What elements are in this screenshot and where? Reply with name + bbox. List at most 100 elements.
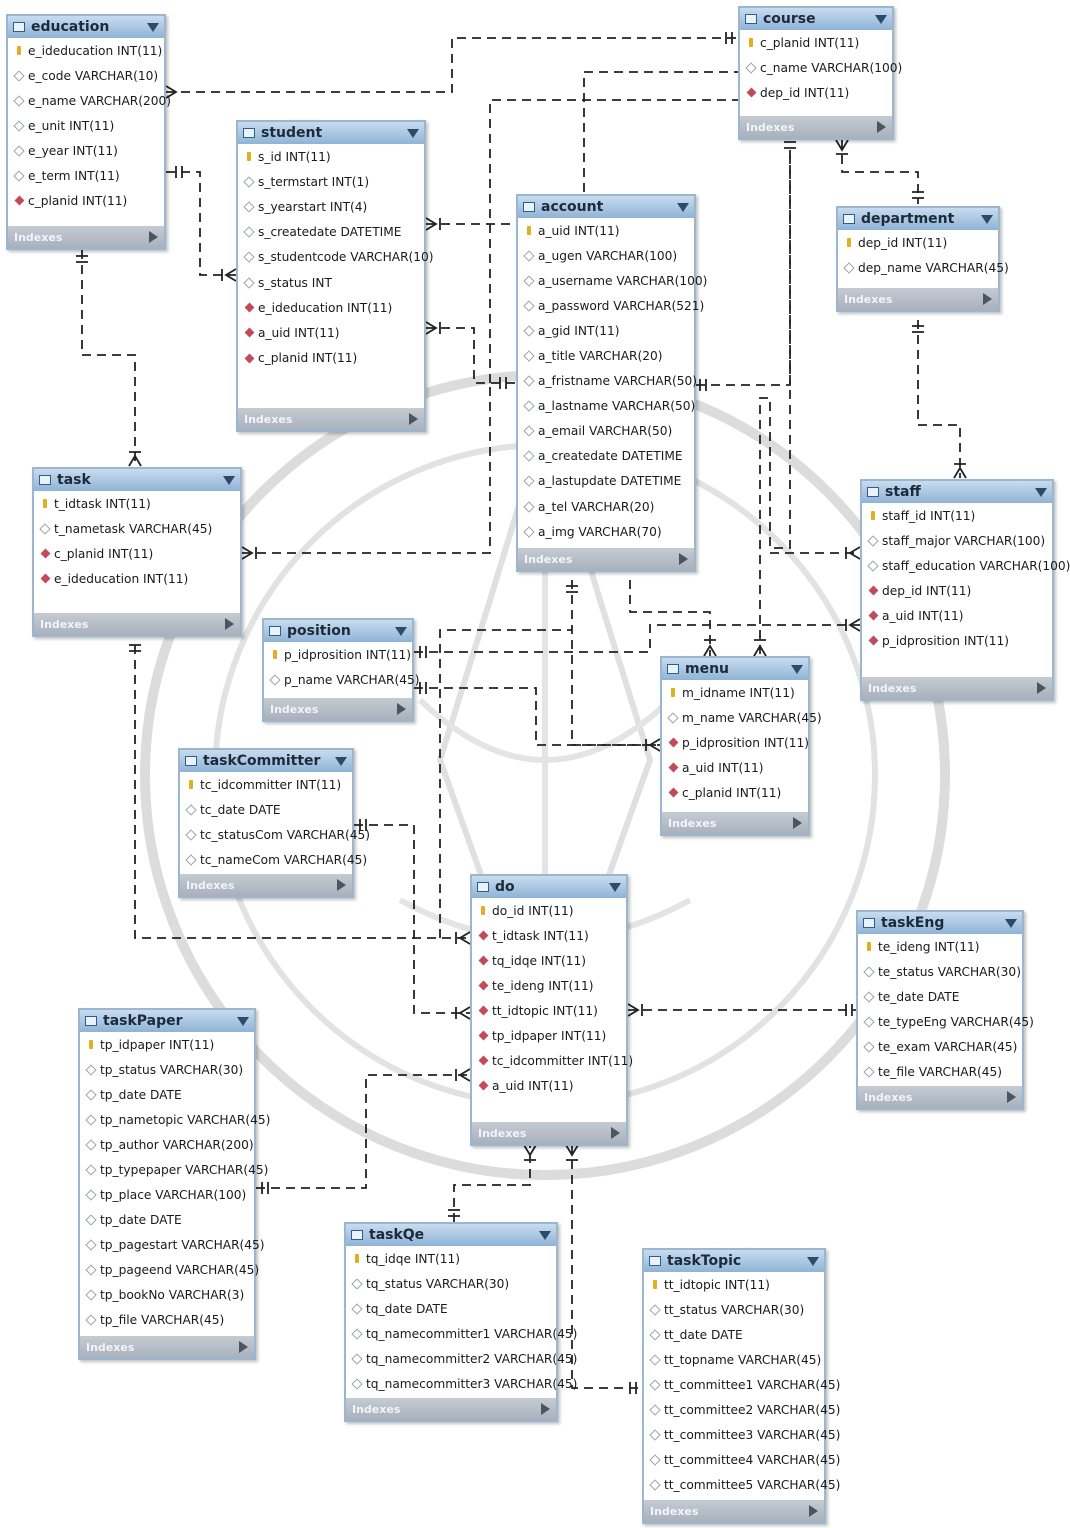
expand-arrow-icon[interactable]	[239, 1341, 248, 1353]
table-course[interactable]: course c_planid INT(11)c_name VARCHAR(10…	[738, 6, 902, 140]
column-row[interactable]: dep_id INT(11)	[740, 80, 892, 105]
chevron-down-icon[interactable]	[223, 475, 235, 485]
column-row[interactable]: c_planid INT(11)	[238, 346, 424, 371]
indexes-bar[interactable]: Indexes	[518, 548, 694, 570]
column-row[interactable]: a_lastname VARCHAR(50)	[518, 394, 695, 419]
column-row[interactable]: tp_author VARCHAR(200)	[80, 1132, 254, 1157]
column-row[interactable]: tq_idqe INT(11)	[346, 1246, 556, 1271]
chevron-down-icon[interactable]	[791, 664, 803, 674]
column-row[interactable]: e_ideducation INT(11)	[238, 295, 424, 320]
column-row[interactable]: tt_committee4 VARCHAR(45)	[644, 1447, 840, 1472]
column-row[interactable]: a_email VARCHAR(50)	[518, 419, 694, 444]
expand-arrow-icon[interactable]	[1007, 1091, 1016, 1103]
chevron-down-icon[interactable]	[407, 128, 419, 138]
table-header[interactable]: taskQe	[346, 1224, 556, 1246]
column-row[interactable]: c_planid INT(11)	[740, 30, 892, 55]
column-row[interactable]: e_code VARCHAR(10)	[8, 63, 164, 88]
column-row[interactable]: te_exam VARCHAR(45)	[858, 1034, 1022, 1059]
column-row[interactable]: te_file VARCHAR(45)	[858, 1059, 1022, 1084]
indexes-bar[interactable]: Indexes	[740, 116, 892, 138]
table-department[interactable]: department dep_id INT(11)dep_name VARCHA…	[836, 206, 1009, 312]
column-row[interactable]: a_uid INT(11)	[518, 218, 694, 243]
column-row[interactable]: tp_status VARCHAR(30)	[80, 1057, 254, 1082]
column-row[interactable]: tc_idcommitter INT(11)	[472, 1048, 633, 1073]
column-row[interactable]: tp_bookNo VARCHAR(3)	[80, 1282, 254, 1307]
chevron-down-icon[interactable]	[237, 1016, 249, 1026]
expand-arrow-icon[interactable]	[397, 703, 406, 715]
indexes-bar[interactable]: Indexes	[838, 288, 998, 310]
column-row[interactable]: tp_date DATE	[80, 1082, 254, 1107]
column-row[interactable]: tt_committee5 VARCHAR(45)	[644, 1472, 840, 1497]
column-row[interactable]: a_username VARCHAR(100)	[518, 268, 707, 293]
column-row[interactable]: tc_nameCom VARCHAR(45)	[180, 847, 367, 872]
expand-arrow-icon[interactable]	[809, 1505, 818, 1517]
column-row[interactable]: tp_pagestart VARCHAR(45)	[80, 1232, 265, 1257]
column-row[interactable]: tc_date DATE	[180, 797, 352, 822]
column-row[interactable]: te_date DATE	[858, 984, 1022, 1009]
column-row[interactable]: s_createdate DATETIME	[238, 220, 424, 245]
column-row[interactable]: dep_id INT(11)	[838, 230, 998, 255]
column-row[interactable]: t_idtask INT(11)	[34, 491, 240, 516]
column-row[interactable]: tq_date DATE	[346, 1296, 556, 1321]
column-row[interactable]: te_typeEng VARCHAR(45)	[858, 1009, 1034, 1034]
column-row[interactable]: c_planid INT(11)	[8, 188, 164, 213]
column-row[interactable]: t_nametask VARCHAR(45)	[34, 516, 240, 541]
column-row[interactable]: staff_id INT(11)	[862, 503, 1052, 528]
column-row[interactable]: a_lastupdate DATETIME	[518, 469, 694, 494]
column-row[interactable]: s_yearstart INT(4)	[238, 194, 424, 219]
column-row[interactable]: tp_date DATE	[80, 1207, 254, 1232]
column-row[interactable]: p_name VARCHAR(45)	[264, 667, 420, 692]
column-row[interactable]: tc_idcommitter INT(11)	[180, 772, 352, 797]
column-row[interactable]: tq_status VARCHAR(30)	[346, 1271, 556, 1296]
indexes-bar[interactable]: Indexes	[346, 1398, 556, 1420]
indexes-bar[interactable]: Indexes	[472, 1122, 626, 1144]
column-row[interactable]: tp_nametopic VARCHAR(45)	[80, 1107, 270, 1132]
column-row[interactable]: tq_idqe INT(11)	[472, 948, 626, 973]
table-header[interactable]: course	[740, 8, 892, 30]
column-row[interactable]: a_uid INT(11)	[472, 1073, 626, 1098]
column-row[interactable]: dep_id INT(11)	[862, 578, 1052, 603]
expand-arrow-icon[interactable]	[611, 1127, 620, 1139]
table-header[interactable]: student	[238, 122, 424, 144]
chevron-down-icon[interactable]	[981, 214, 993, 224]
column-row[interactable]: a_uid INT(11)	[238, 320, 424, 345]
indexes-bar[interactable]: Indexes	[858, 1086, 1022, 1108]
column-row[interactable]: tq_namecommitter3 VARCHAR(45)	[346, 1371, 577, 1396]
table-header[interactable]: task	[34, 469, 240, 491]
column-row[interactable]: tp_idpaper INT(11)	[80, 1032, 254, 1057]
table-tasktopic[interactable]: taskTopic tt_idtopic INT(11)tt_status VA…	[642, 1248, 840, 1524]
column-row[interactable]: tp_pageend VARCHAR(45)	[80, 1257, 259, 1282]
column-row[interactable]: e_name VARCHAR(200)	[8, 88, 171, 113]
table-task[interactable]: task t_idtask INT(11)t_nametask VARCHAR(…	[32, 467, 242, 637]
indexes-bar[interactable]: Indexes	[80, 1336, 254, 1358]
indexes-bar[interactable]: Indexes	[238, 408, 424, 430]
column-row[interactable]: te_ideng INT(11)	[858, 934, 1022, 959]
expand-arrow-icon[interactable]	[793, 817, 802, 829]
indexes-bar[interactable]: Indexes	[34, 613, 240, 635]
indexes-bar[interactable]: Indexes	[264, 698, 412, 720]
column-row[interactable]: c_planid INT(11)	[662, 780, 808, 805]
column-row[interactable]: p_idprosition INT(11)	[264, 642, 412, 667]
table-position[interactable]: position p_idprosition INT(11)p_name VAR…	[262, 618, 420, 722]
column-row[interactable]: te_status VARCHAR(30)	[858, 959, 1022, 984]
column-row[interactable]: dep_name VARCHAR(45)	[838, 255, 1009, 280]
indexes-bar[interactable]: Indexes	[862, 677, 1052, 699]
chevron-down-icon[interactable]	[147, 22, 159, 32]
chevron-down-icon[interactable]	[335, 756, 347, 766]
column-row[interactable]: a_gid INT(11)	[518, 318, 694, 343]
column-row[interactable]: s_termstart INT(1)	[238, 169, 424, 194]
column-row[interactable]: a_uid INT(11)	[862, 603, 1052, 628]
chevron-down-icon[interactable]	[677, 202, 689, 212]
indexes-bar[interactable]: Indexes	[662, 812, 808, 834]
expand-arrow-icon[interactable]	[877, 121, 886, 133]
column-row[interactable]: tt_committee2 VARCHAR(45)	[644, 1397, 840, 1422]
column-row[interactable]: a_password VARCHAR(521)	[518, 293, 704, 318]
column-row[interactable]: tt_committee3 VARCHAR(45)	[644, 1422, 840, 1447]
table-taskpaper[interactable]: taskPaper tp_idpaper INT(11)tp_status VA…	[78, 1008, 270, 1360]
column-row[interactable]: te_ideng INT(11)	[472, 973, 626, 998]
column-row[interactable]: s_status INT	[238, 270, 424, 295]
column-row[interactable]: do_id INT(11)	[472, 898, 626, 923]
column-row[interactable]: e_ideducation INT(11)	[34, 566, 240, 591]
indexes-bar[interactable]: Indexes	[180, 874, 352, 896]
column-row[interactable]: tt_idtopic INT(11)	[472, 998, 626, 1023]
